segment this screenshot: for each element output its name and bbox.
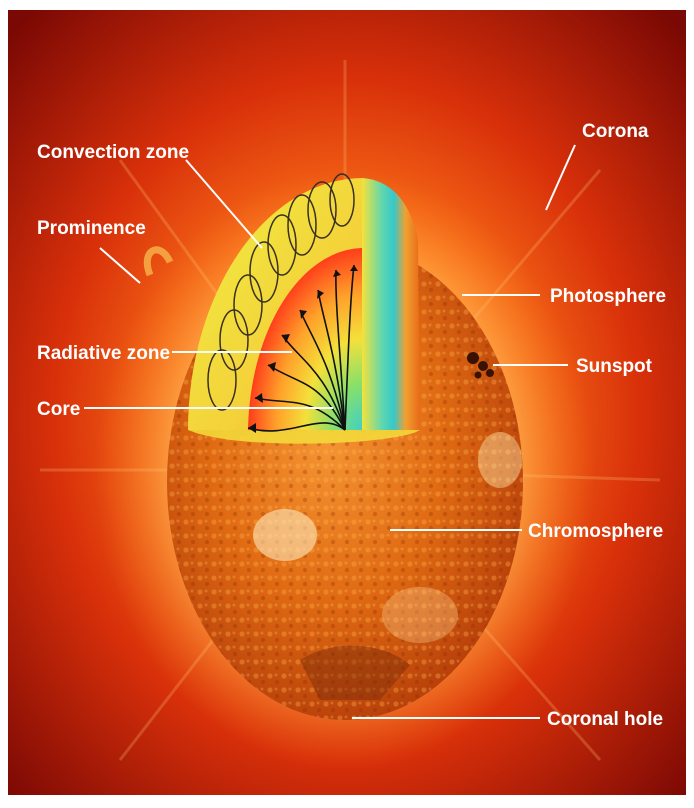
- label-corona: Corona: [582, 121, 649, 142]
- label-convection-zone: Convection zone: [37, 142, 189, 163]
- label-sunspot: Sunspot: [576, 356, 653, 377]
- label-core: Core: [37, 399, 80, 420]
- label-photosphere: Photosphere: [550, 286, 666, 307]
- label-radiative-zone: Radiative zone: [37, 343, 170, 364]
- label-chromosphere: Chromosphere: [528, 521, 663, 542]
- label-prominence: Prominence: [37, 218, 146, 239]
- label-coronal-hole: Coronal hole: [547, 709, 663, 730]
